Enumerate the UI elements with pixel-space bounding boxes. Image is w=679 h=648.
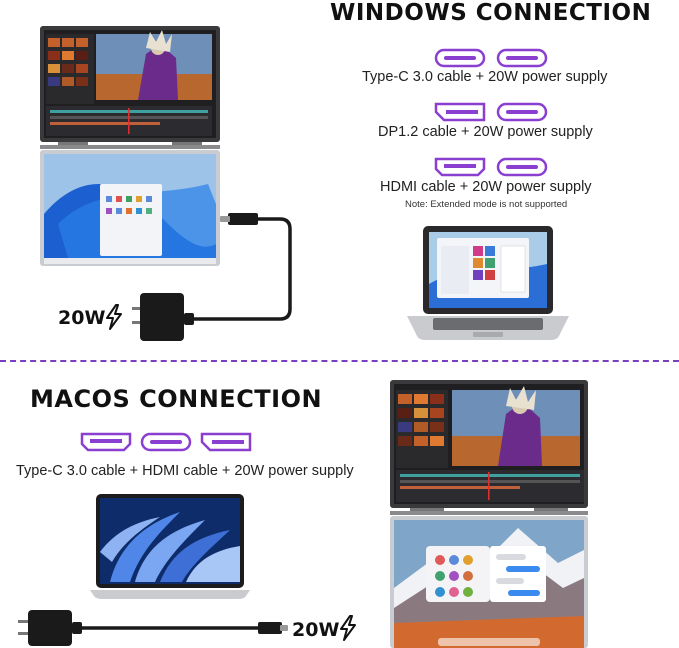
lightning-icon [104, 304, 124, 330]
section-divider [0, 360, 679, 362]
option-caption-dp: DP1.2 cable + 20W power supply [378, 124, 593, 140]
charger-cable-windows [130, 205, 300, 345]
dual-monitor-macos [388, 378, 590, 648]
power-label-windows: 20W [58, 307, 106, 329]
charger-cable-macos [14, 608, 294, 648]
dual-monitor-windows [38, 24, 222, 268]
extended-mode-note: Note: Extended mode is not supported [405, 199, 568, 210]
hdmi-port-icon [80, 432, 132, 452]
displayport-icon [200, 432, 252, 452]
usb-c-port-icon [496, 48, 548, 68]
usb-c-port-icon [434, 48, 486, 68]
macos-title: MACOS CONNECTION [30, 385, 323, 413]
usb-c-port-icon [496, 157, 548, 177]
windows-laptop [403, 224, 573, 348]
usb-c-port-icon [496, 102, 548, 122]
macos-caption: Type-C 3.0 cable + HDMI cable + 20W powe… [16, 463, 354, 479]
macbook-laptop [90, 492, 250, 602]
lightning-icon [338, 615, 358, 641]
option-caption-typec: Type-C 3.0 cable + 20W power supply [362, 69, 608, 85]
displayport-icon [434, 102, 486, 122]
option-caption-hdmi: HDMI cable + 20W power supply [380, 179, 592, 195]
windows-title: WINDOWS CONNECTION [330, 0, 652, 26]
usb-c-port-icon [140, 432, 192, 452]
hdmi-port-icon [434, 157, 486, 177]
power-label-macos: 20W [292, 619, 340, 641]
